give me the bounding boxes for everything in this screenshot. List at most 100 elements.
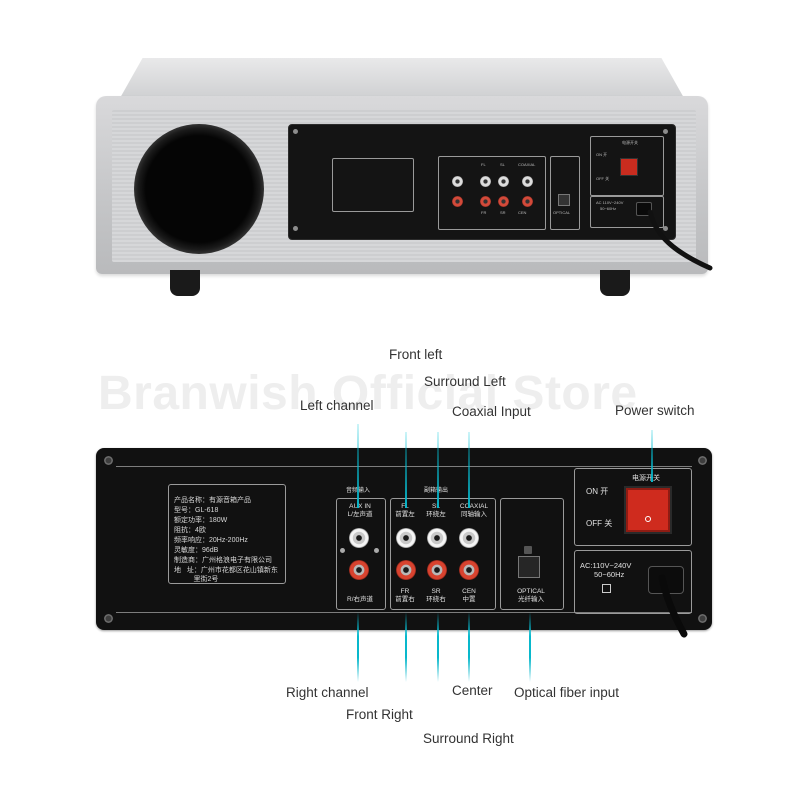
sr-cn-label: 环绕右 xyxy=(426,596,446,603)
line-coaxial xyxy=(468,432,470,508)
spec-line: 型号：GL-618 xyxy=(174,507,219,514)
sl-cn-label: 环绕左 xyxy=(426,511,446,518)
power-cable-top xyxy=(647,209,713,271)
screw xyxy=(293,129,298,134)
small-jack-fl xyxy=(480,176,491,187)
callout-front-right: Front Right xyxy=(346,707,413,722)
r-channel-label: R/右声道 xyxy=(347,596,373,603)
jack-front-left xyxy=(396,528,416,548)
jack-front-right xyxy=(396,560,416,580)
jack-aux-left xyxy=(349,528,369,548)
small-jack-aux-l xyxy=(452,176,463,187)
small-sl-label: SL xyxy=(500,162,505,167)
fr-cn-label: 前置右 xyxy=(395,596,415,603)
small-optical-box xyxy=(550,156,580,230)
callout-optical-fiber-input: Optical fiber input xyxy=(514,685,620,700)
small-jack-coaxial xyxy=(522,176,533,187)
audio-input-box xyxy=(336,498,386,610)
line-left-channel xyxy=(357,424,359,508)
sr-label: SR xyxy=(431,588,441,595)
spec-line: 频率响应：20Hz-200Hz xyxy=(174,537,248,544)
screw xyxy=(698,456,707,465)
line-right-channel xyxy=(357,612,359,682)
foot-left xyxy=(170,270,200,296)
fl-cn-label: 前置左 xyxy=(395,511,415,518)
on-label: ON 开 xyxy=(586,487,609,496)
small-jack-cen xyxy=(522,196,533,207)
coaxial-label: COAXIAL xyxy=(459,503,489,510)
panel-groove-bottom xyxy=(116,612,692,613)
spec-line: 制造商：广州格浪电子有限公司 xyxy=(174,557,272,564)
small-fr-label: FR xyxy=(481,210,487,215)
power-rocker-switch xyxy=(624,486,672,534)
cen-label: CEN xyxy=(462,588,476,595)
small-spec-box xyxy=(332,158,414,212)
foot-right xyxy=(600,270,630,296)
power-switch-box xyxy=(574,468,692,546)
coaxial-cn-label: 同轴输入 xyxy=(461,511,487,518)
small-ac-label: AC 110V~240V xyxy=(596,200,624,205)
screw xyxy=(698,614,707,623)
callout-surround-left: Surround Left xyxy=(424,374,506,389)
small-hz-label: 50~60Hz xyxy=(600,206,617,211)
ground-dot xyxy=(374,548,379,553)
callout-center: Center xyxy=(452,683,493,698)
screw xyxy=(293,226,298,231)
power-cable xyxy=(658,574,688,638)
small-switch-box xyxy=(590,136,664,196)
ground-dot xyxy=(340,548,345,553)
line-front-right xyxy=(405,612,407,682)
switch-mark xyxy=(645,516,651,522)
small-fl-label: FL xyxy=(481,162,486,167)
callout-front-left: Front left xyxy=(389,347,443,362)
spec-line: 地 址：广州市花都区花山镇新东 xyxy=(174,567,278,574)
hz-label: 50~60Hz xyxy=(594,570,625,579)
power-switch-cn-label: 电源开关 xyxy=(632,475,660,482)
small-power-label: 电源开关 xyxy=(622,140,638,145)
jack-aux-right xyxy=(349,560,369,580)
small-on-label: ON 开 xyxy=(596,152,608,157)
spec-line: 产品名称：有源音箱产品 xyxy=(174,497,251,504)
small-ac-box xyxy=(590,196,664,228)
l-channel-label: L/左声道 xyxy=(347,511,373,518)
panel-groove-top xyxy=(116,466,692,467)
jack-center xyxy=(459,560,479,580)
jack-surround-left xyxy=(427,528,447,548)
spec-line: 额定功率：180W xyxy=(174,517,228,524)
sl-label: SL xyxy=(432,503,440,510)
callout-surround-right: Surround Right xyxy=(423,731,514,746)
line-front-left xyxy=(405,432,407,508)
fr-label: FR xyxy=(400,588,410,595)
line-center xyxy=(468,612,470,682)
optical-cn-label: 光纤输入 xyxy=(518,596,544,603)
small-jack-sr xyxy=(498,196,509,207)
small-off-label: OFF 关 xyxy=(596,176,610,181)
cen-cn-label: 中置 xyxy=(462,596,476,603)
watermark: Branwish Official Store xyxy=(98,367,638,420)
screw xyxy=(663,129,668,134)
small-jack-box xyxy=(438,156,546,230)
optical-port xyxy=(518,556,540,578)
ac-label: AC:110V~240V xyxy=(580,561,632,570)
screw xyxy=(104,456,113,465)
small-jack-aux-r xyxy=(452,196,463,207)
spec-line: 里街2号 xyxy=(174,576,219,583)
line-surround-right xyxy=(437,612,439,682)
small-coaxial-label: COAXIAL xyxy=(518,162,536,167)
line-optical xyxy=(529,612,531,682)
small-jack-fr xyxy=(480,196,491,207)
off-label: OFF 关 xyxy=(586,519,613,528)
bass-port xyxy=(134,124,264,254)
spec-box xyxy=(168,484,286,584)
ac-input-box xyxy=(574,550,692,614)
spec-line: 灵敏度：96dB xyxy=(174,547,219,554)
small-power-switch xyxy=(620,158,638,176)
aux-in-label: AUX IN xyxy=(349,503,371,510)
callout-right-channel: Right channel xyxy=(286,685,369,700)
small-optical-label: OPTICAL xyxy=(553,210,571,215)
small-optical-port xyxy=(558,194,570,206)
small-jack-sl xyxy=(498,176,509,187)
jack-surround-right xyxy=(427,560,447,580)
screw xyxy=(663,226,668,231)
small-sr-label: SR xyxy=(500,210,506,215)
